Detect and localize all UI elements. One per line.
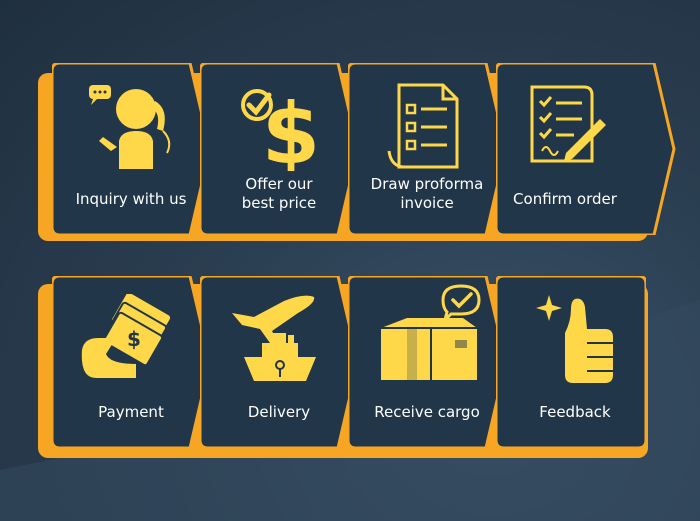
step-label: Payment: [98, 403, 164, 421]
box-check-icon: [381, 284, 481, 380]
plane-ship-icon: [232, 295, 316, 381]
step-label: Receive cargo: [374, 403, 480, 421]
step-confirm-order: Confirm order: [496, 63, 676, 235]
step-label: Offer our best price: [241, 175, 317, 212]
step-label: Inquiry with us: [75, 190, 187, 208]
step-label: Draw proforma invoice: [370, 175, 484, 212]
signed-order-icon: [530, 85, 606, 163]
step-feedback: Feedback: [496, 276, 654, 448]
svg-text:$: $: [127, 327, 141, 351]
cash-in-hand-icon: $: [81, 294, 171, 378]
step-receive-cargo: Receive cargo: [348, 276, 506, 448]
step-delivery: Delivery: [200, 276, 358, 448]
step-label: Confirm order: [513, 190, 617, 208]
dollar-check-icon: $: [241, 85, 320, 171]
step-inquiry: Inquiry with us: [52, 63, 210, 235]
step-label: Delivery: [247, 403, 311, 421]
process-row-2: $ Payment Delivery: [0, 272, 700, 462]
invoice-checklist-icon: [387, 83, 459, 169]
process-row-1: Inquiry with us $ Offer our best price: [0, 55, 700, 245]
step-proforma-invoice: Draw proforma invoice: [348, 63, 506, 235]
step-payment: $ Payment: [52, 276, 210, 448]
person-phone-icon: [89, 85, 171, 169]
thumbs-up-icon: [536, 295, 613, 383]
svg-text:$: $: [262, 85, 320, 171]
step-label: Feedback: [539, 403, 611, 421]
step-offer-price: $ Offer our best price: [200, 63, 358, 235]
